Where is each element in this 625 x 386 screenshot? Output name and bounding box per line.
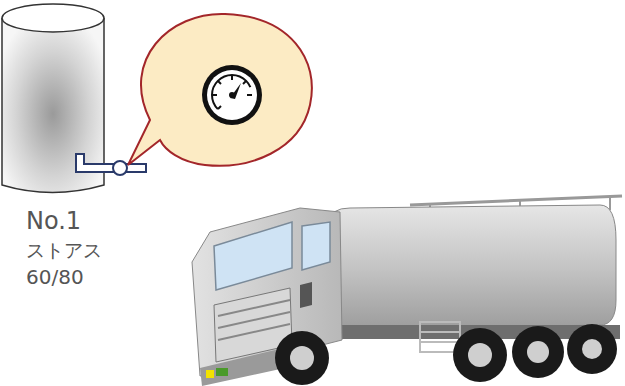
gauge-tick (212, 94, 217, 96)
gauge-rim (202, 65, 262, 125)
side-window (302, 222, 330, 270)
wheel-hub (527, 341, 549, 363)
ladder (420, 331, 460, 333)
ladder (420, 322, 460, 352)
material-name: ストアス (26, 240, 102, 261)
valve (113, 161, 127, 175)
grille-bar (218, 324, 290, 340)
pressure-gauge (202, 65, 262, 125)
gauge-face (207, 70, 257, 120)
wheel (275, 331, 329, 385)
truck-tank (330, 205, 616, 330)
truck-rail (609, 197, 611, 210)
gauge-tick (247, 94, 252, 96)
wheel (453, 328, 507, 382)
gauge-tick (243, 81, 246, 84)
tank-number: No.1 (26, 208, 81, 234)
number-plate (216, 368, 228, 376)
callout-bubble (128, 14, 312, 166)
gauge-tick (231, 75, 233, 80)
wheel-hub (582, 339, 602, 359)
gauge-scale (204, 67, 261, 124)
truck-ladder (420, 322, 460, 352)
tanker-truck (192, 196, 622, 386)
tank-top (2, 4, 104, 32)
wheel-hub (468, 343, 492, 367)
wheel (567, 324, 617, 374)
wheel (512, 326, 564, 378)
wheel-hub (290, 346, 314, 370)
grade: 60/80 (26, 266, 84, 288)
gauge-needle (230, 83, 241, 99)
fog-lamp (206, 370, 214, 378)
windshield (214, 222, 292, 290)
gauge-tick (218, 106, 221, 109)
truck-rail (410, 196, 622, 205)
ladder (420, 341, 460, 343)
mirror (300, 282, 312, 308)
gauge-tick (218, 81, 221, 84)
gauge-pivot (229, 92, 235, 98)
